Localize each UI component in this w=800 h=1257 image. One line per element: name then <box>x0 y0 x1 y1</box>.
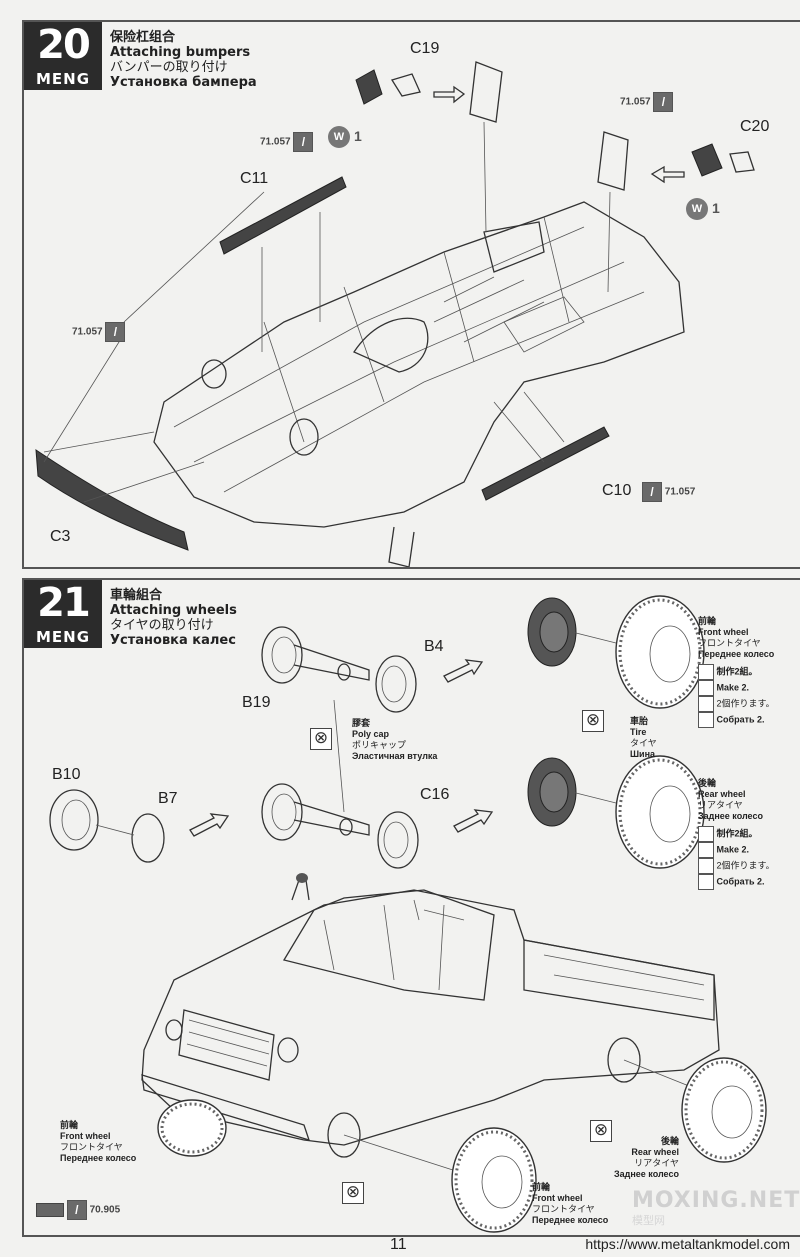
no-cement-icon <box>582 710 604 732</box>
step-21-illustration <box>49 595 767 1233</box>
title-ja: バンパーの取り付け <box>110 60 228 75</box>
title-ru: Установка бампера <box>110 75 257 90</box>
chassis-drawing <box>153 201 685 567</box>
polycap-note: 膠套 Poly cap ポリキャップ Эластичная втулка <box>352 718 438 761</box>
brush-icon: / <box>642 482 662 502</box>
page-number: 11 <box>390 1236 407 1253</box>
color-chip <box>36 1203 64 1217</box>
w-badge-1: W <box>328 126 350 148</box>
w-qty-2: 1 <box>712 200 720 216</box>
tire-note: 車胎 Tire タイヤ Шина <box>630 716 657 759</box>
part-label-c3: C3 <box>50 528 71 545</box>
part-label-c19: C19 <box>410 40 440 57</box>
step-number: 20 <box>37 22 91 68</box>
front-wheel-note: 前輪 Front wheel フロントタイヤ Переднее колесо 制… <box>698 616 775 728</box>
front-wheel-bottom-note: 前輪 Front wheel フロントタイヤ Переднее колесо <box>532 1182 609 1225</box>
part-label-c20: C20 <box>740 118 770 135</box>
brush-icon: / <box>105 322 126 342</box>
step-20-illustration <box>35 61 755 567</box>
step-20-titles: 保险杠组合 Attaching bumpers バンパーの取り付け Устано… <box>110 30 257 90</box>
front-wheel-left-note: 前輪 Front wheel フロントタイヤ Переднее колесо <box>60 1120 137 1163</box>
c10-part <box>481 426 610 501</box>
front-wheel-left <box>157 1099 227 1157</box>
step-21-titles: 車輪組合 Attaching wheels タイヤの取り付け Установка… <box>110 588 237 648</box>
title-cn: 保险杠组合 <box>110 30 176 45</box>
watermark: MOXING.NET <box>632 1188 800 1213</box>
make-icon <box>698 712 714 728</box>
paint-code-2: 71.057 / <box>620 92 674 112</box>
rear-axle-assembly <box>261 699 419 869</box>
tire-paint-code: / 70.905 <box>36 1200 120 1220</box>
arrows <box>189 659 494 837</box>
step-21-panel: 21 MENG 車輪組合 Attaching wheels タイヤの取り付け У… <box>22 578 800 1237</box>
step-21-badge: 21 MENG <box>24 580 102 648</box>
make-icon <box>698 858 714 874</box>
title-en: Attaching bumpers <box>110 45 251 60</box>
watermark-sub: 模型网 <box>632 1215 665 1227</box>
brand-logo: MENG <box>35 70 91 88</box>
wheel-tire-front <box>527 595 705 709</box>
brush-icon: / <box>293 132 314 152</box>
rear-wheel-note: 後輪 Rear wheel リアタイヤ Заднее колесо 制作2組。 … <box>698 778 775 890</box>
w-badge-2: W <box>686 198 708 220</box>
make-icon <box>698 842 714 858</box>
step-20-panel: 20 MENG 保险杠组合 Attaching bumpers バンパーの取り付… <box>22 20 800 569</box>
paint-code-1: 71.057 / <box>260 132 314 152</box>
make-icon <box>698 680 714 696</box>
part-label-c11: C11 <box>240 170 269 187</box>
brush-icon: / <box>653 92 674 112</box>
make-icon <box>698 696 714 712</box>
no-cement-icon <box>310 728 332 750</box>
part-label-c10: C10 <box>602 482 632 499</box>
title-ru: Установка калес <box>110 633 236 648</box>
make-icon <box>698 826 714 842</box>
make-icon <box>698 874 714 890</box>
paint-code-4: / 71.057 <box>642 482 695 502</box>
part-label-b4: B4 <box>424 638 444 655</box>
make-icon <box>698 664 714 680</box>
truck-drawing <box>141 873 725 1181</box>
b10-b7-parts <box>49 789 165 863</box>
title-ja: タイヤの取り付け <box>110 618 214 633</box>
c20-parts <box>597 131 755 191</box>
c19-parts <box>355 61 503 123</box>
brand-logo: MENG <box>35 628 91 646</box>
c11-bumper <box>219 176 347 255</box>
step-number: 21 <box>37 580 91 626</box>
title-cn: 車輪組合 <box>110 588 163 603</box>
w-qty-1: 1 <box>354 128 362 144</box>
front-wheel-bottom <box>451 1127 537 1233</box>
rear-wheel-right-note: 後輪 Rear wheel リアタイヤ Заднее колесо <box>614 1136 679 1179</box>
no-cement-icon <box>590 1120 612 1142</box>
no-cement-icon <box>342 1182 364 1204</box>
wheel-tire-rear <box>527 755 705 869</box>
rear-wheel-right <box>681 1057 767 1163</box>
source-url: https://www.metaltankmodel.com <box>585 1236 790 1252</box>
front-axle-assembly <box>261 626 417 713</box>
step-20-badge: 20 MENG <box>24 22 102 90</box>
paint-code-3: 71.057 / <box>72 322 126 342</box>
part-label-b7: B7 <box>158 790 178 807</box>
part-label-b19: B19 <box>242 694 271 711</box>
brush-icon: / <box>66 1200 87 1220</box>
title-en: Attaching wheels <box>110 603 237 618</box>
part-label-b10: B10 <box>52 766 81 783</box>
part-label-c16: C16 <box>420 786 450 803</box>
c3-bumper <box>35 449 189 551</box>
